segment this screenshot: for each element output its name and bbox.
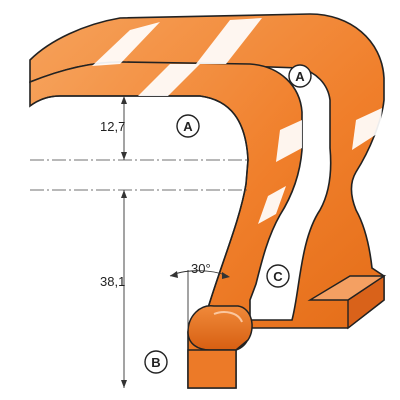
- zone-badge-a-upper: A: [288, 64, 312, 88]
- angle-label: 30°: [191, 261, 211, 276]
- highlight-band-top: [92, 22, 160, 66]
- bead-profile: [187, 305, 253, 351]
- dim-label-top: 12,7: [100, 119, 125, 134]
- inner-edge-line: [29, 95, 249, 309]
- zone-badge-b: B: [144, 350, 168, 374]
- highlight-band-mid: [276, 120, 302, 162]
- svg-text:A: A: [183, 119, 193, 134]
- bead-highlight: [213, 311, 243, 323]
- arrow-top-down: [121, 152, 127, 160]
- svg-text:C: C: [273, 269, 283, 284]
- block-top-face: [307, 275, 387, 301]
- dim-label-main: 38,1: [100, 274, 125, 289]
- highlight-band-front: [138, 64, 200, 96]
- angle-arrow-left: [170, 271, 178, 278]
- arrow-main-down: [121, 380, 127, 388]
- zone-badge-c: C: [266, 264, 290, 288]
- arrow-main-up: [121, 190, 127, 198]
- svg-text:B: B: [151, 355, 160, 370]
- zone-badge-a-lower: A: [176, 114, 200, 138]
- highlight-band-lower: [258, 186, 286, 224]
- profile-front-face: [29, 61, 303, 389]
- arrow-top-up: [121, 96, 127, 104]
- base-block: [187, 349, 237, 389]
- highlight-band-top-2: [196, 18, 262, 64]
- svg-text:A: A: [295, 69, 305, 84]
- angle-arrow-right: [222, 272, 230, 279]
- highlight-band-right: [352, 108, 382, 150]
